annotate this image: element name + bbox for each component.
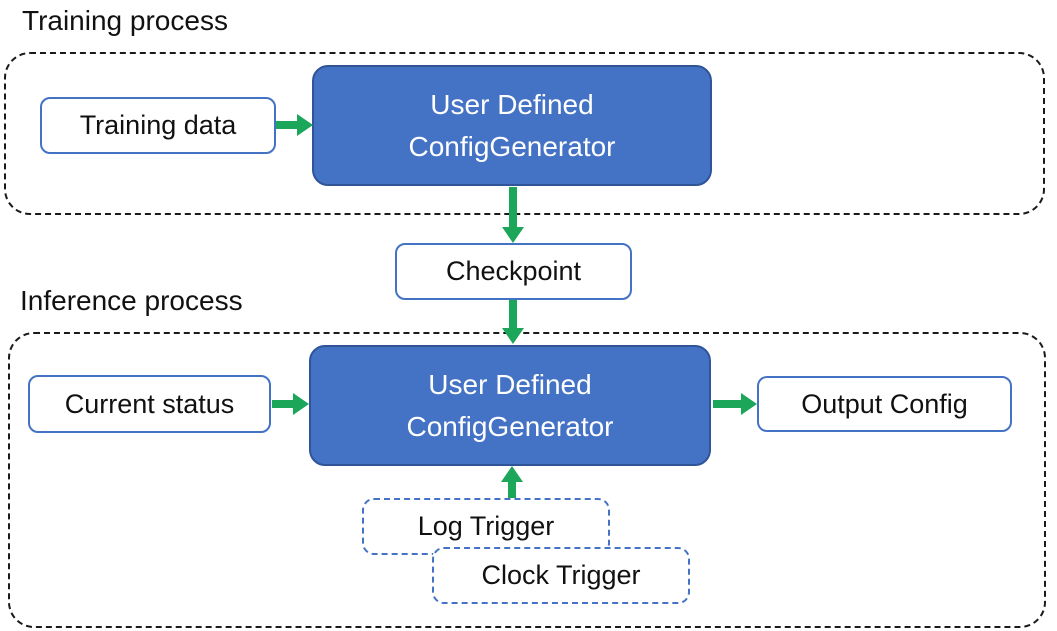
arrow-checkpoint-to-generator-icon xyxy=(502,300,524,344)
checkpoint-label: Checkpoint xyxy=(445,256,582,286)
node-training-data: Training data xyxy=(40,97,276,154)
training-process-container xyxy=(4,52,1045,215)
inference-process-label: Inference process xyxy=(20,285,243,316)
config-generator-training-line1: User Defined xyxy=(430,88,594,120)
node-config-generator-training: User Defined ConfigGenerator xyxy=(312,65,712,186)
config-generator-training-line2: ConfigGenerator xyxy=(408,130,616,162)
log-trigger-label: Log Trigger xyxy=(417,511,555,541)
training-data-label: Training data xyxy=(79,110,237,140)
node-clock-trigger: Clock Trigger xyxy=(432,547,690,604)
config-generator-inference-line1: User Defined xyxy=(428,368,592,400)
node-log-trigger: Log Trigger xyxy=(362,498,610,555)
arrow-current-status-to-generator-icon xyxy=(272,393,309,415)
arrow-training-data-to-generator-icon xyxy=(276,114,313,136)
node-config-generator-inference: User Defined ConfigGenerator xyxy=(309,345,711,466)
output-config-label: Output Config xyxy=(801,388,968,419)
config-generator-inference-line2: ConfigGenerator xyxy=(406,410,614,442)
arrow-generator-to-output-config-icon xyxy=(713,393,757,415)
clock-trigger-label: Clock Trigger xyxy=(481,560,641,590)
node-checkpoint: Checkpoint xyxy=(395,243,632,300)
arrow-triggers-to-generator-icon xyxy=(501,466,523,498)
node-output-config: Output Config xyxy=(757,376,1012,432)
arrow-generator-to-checkpoint-icon xyxy=(502,187,524,243)
node-current-status: Current status xyxy=(28,375,271,433)
inference-process-container xyxy=(8,332,1046,628)
current-status-label: Current status xyxy=(64,388,235,419)
training-process-label: Training process xyxy=(22,5,228,36)
